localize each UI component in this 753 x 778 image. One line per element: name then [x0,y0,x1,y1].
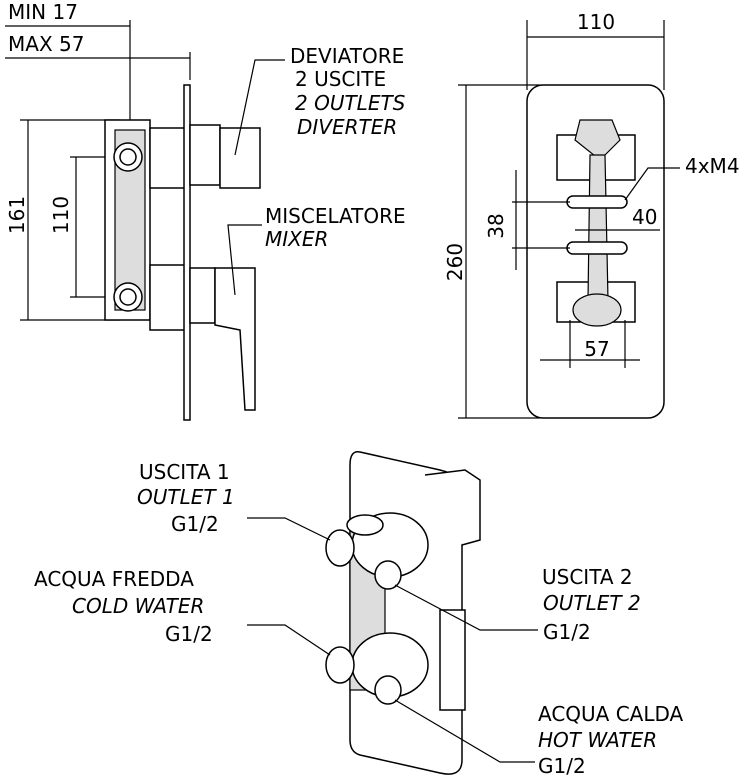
mixer-label-en: MIXER [265,227,328,251]
dim-38: 38 [484,213,508,238]
isometric-view: USCITA 1 OUTLET 1 G1/2 ACQUA FREDDA COLD… [34,451,684,778]
cold-water-label-en: COLD WATER [72,594,204,618]
min-depth-label: MIN 17 [8,0,78,24]
hot-water-thread: G1/2 [538,754,586,778]
diverter-label-it: DEVIATORE [290,44,404,68]
hot-water-label-en: HOT WATER [538,728,657,752]
dim-57: 57 [584,337,609,361]
outlet1-label-en: OUTLET 1 [137,485,235,509]
height-260-dim: 260 [443,243,467,281]
outlet1-label-it: USCITA 1 [139,460,230,484]
mixer-label-it: MISCELATORE [265,204,406,228]
max-depth-label: MAX 57 [8,32,84,56]
outlet2-thread: G1/2 [543,620,591,644]
width-110-dim: 110 [577,10,615,34]
outlet2-label-it: USCITA 2 [542,565,633,589]
outlet2-label-en: OUTLET 2 [543,591,641,615]
height-161-dim: 161 [5,196,29,234]
outlet1-thread: G1/2 [171,512,219,536]
screws-4xM4: 4xM4 [685,154,740,178]
cold-water-thread: G1/2 [165,622,213,646]
diverter-outlets-en: 2 OUTLETS [295,91,406,115]
dim-40: 40 [632,205,657,229]
diverter-label-en: DIVERTER [297,115,397,139]
spacing-110-dim: 110 [49,196,73,234]
side-view: MIN 17 MAX 57 161 110 DEVIATORE 2 USCITE [5,0,406,421]
hot-water-label-it: ACQUA CALDA [538,702,684,726]
cold-water-label-it: ACQUA FREDDA [34,567,194,591]
diverter-outlets-it: 2 USCITE [295,67,386,91]
front-view: 110 260 38 40 4xM4 57 [443,10,740,419]
